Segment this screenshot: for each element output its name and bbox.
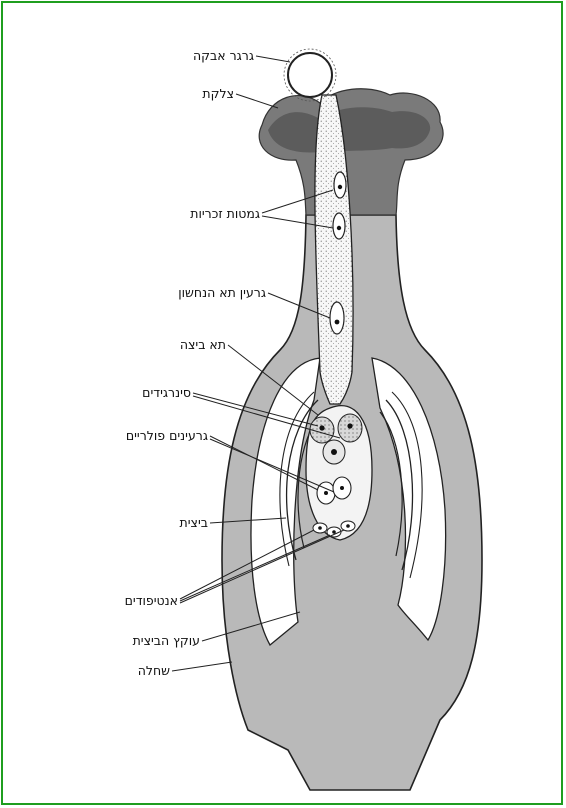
label-egg-cell: תא ביצה (180, 337, 226, 352)
label-stigma: צלקת (202, 86, 234, 101)
label-synergids: סינרגידים (142, 385, 191, 400)
label-pollen-grain: גרגר אבקה (193, 48, 254, 63)
label-ovule: ביצית (180, 515, 208, 530)
pollen-grain (288, 53, 332, 97)
label-funiculus: עוקץ הביצית (133, 633, 200, 648)
stigma (259, 89, 443, 215)
stigma-shade (268, 107, 430, 152)
tube-nucleus (330, 302, 344, 334)
label-polar-nuclei: גרעינים פולריים (126, 428, 208, 443)
label-male-gametes: גמטות זכריות (190, 206, 260, 221)
label-tube-nucleus: גרעין תא הנחשון (178, 285, 266, 300)
label-ovary: שחלה (138, 663, 170, 678)
label-antipodals: אנטיפודים (125, 593, 178, 608)
